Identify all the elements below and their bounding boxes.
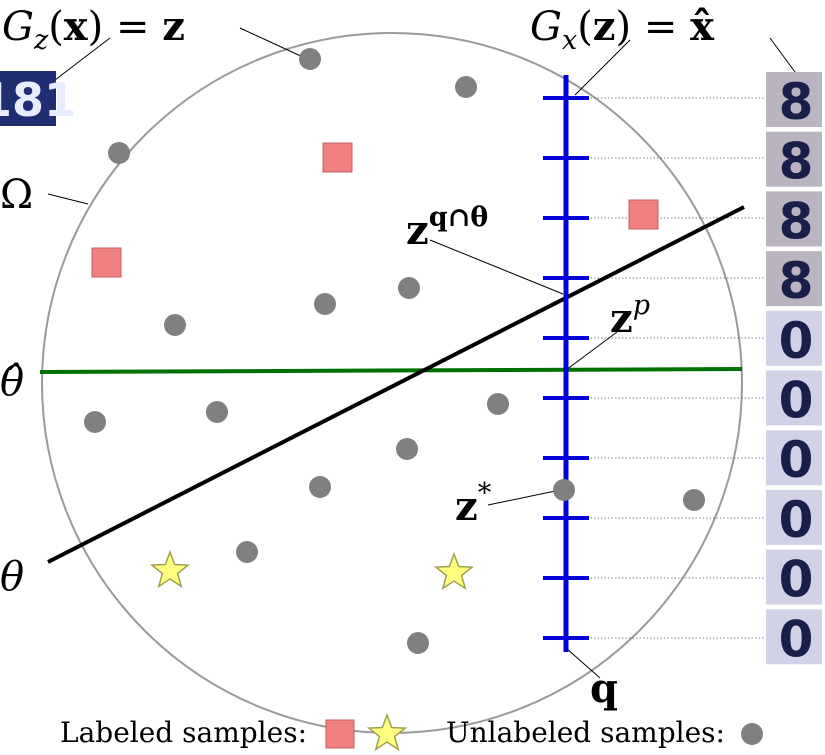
generated-image-bg: [766, 191, 822, 247]
legend-labeled-square: [325, 719, 355, 749]
generated-image: 0: [766, 609, 822, 668]
labeled-stars: [149, 549, 475, 591]
leader-lines: [47, 27, 796, 679]
generated-image-bg: [766, 609, 822, 665]
generated-image-bg: [766, 430, 822, 486]
leader-q: [565, 647, 601, 679]
legend-labeled-star: [366, 712, 408, 752]
unlabeled-point: [407, 632, 429, 654]
projection-lines: [566, 97, 765, 639]
input-image: 181: [0, 71, 76, 127]
input-image-digits: 181: [0, 73, 76, 127]
unlabeled-point: [553, 479, 575, 501]
unlabeled-point: [314, 293, 336, 315]
z-p-label: zp: [610, 290, 650, 342]
generated-image-digit: 0: [779, 610, 814, 668]
generated-image: 0: [766, 370, 822, 430]
unlabeled-point: [487, 393, 509, 415]
generated-image-bg: [766, 370, 822, 426]
unlabeled-point: [396, 438, 418, 460]
unlabeled-point: [455, 76, 477, 98]
generated-image-bg: [766, 72, 822, 127]
generated-image-bg: [766, 549, 822, 605]
generated-image: 0: [766, 549, 822, 609]
unlabeled-point: [84, 411, 106, 433]
generated-image: 0: [766, 430, 822, 489]
generated-image-digit: 0: [779, 431, 814, 489]
legend-labeled-label: Labeled samples:: [60, 716, 307, 749]
leader-encoder-z: [239, 27, 306, 59]
unlabeled-point: [299, 48, 321, 70]
labeled-square: [628, 199, 659, 230]
generated-image-bg: [766, 251, 822, 307]
generated-image-digit: 8: [779, 252, 814, 310]
input-image-bg: [0, 71, 56, 126]
theta-hat-line: [39, 367, 743, 374]
omega-label: Ω: [0, 172, 33, 218]
leader-decoder-x: [769, 37, 796, 73]
leader-omega: [47, 193, 89, 205]
generated-image-digit: 8: [779, 73, 814, 131]
legend-unlabeled-dot: [741, 723, 763, 745]
generated-image: 8: [766, 72, 822, 131]
labeled-square: [322, 142, 353, 173]
unlabeled-point: [236, 541, 258, 563]
labeled-star: [433, 551, 475, 591]
labeled-star: [149, 549, 191, 589]
generated-image-bg: [766, 489, 822, 545]
q-label: q: [590, 665, 618, 712]
z-star-label: z*: [455, 478, 492, 530]
unlabeled-point: [108, 142, 130, 164]
leader-z-star: [487, 489, 561, 506]
unlabeled-point: [206, 401, 228, 423]
theta-line: [47, 205, 745, 564]
generated-image-digit: 0: [779, 491, 814, 549]
query-line-q: [543, 75, 589, 652]
generated-image: 0: [766, 310, 822, 370]
encoder-formula: Gz(x) = z: [2, 3, 185, 56]
generated-image-bg: [766, 310, 822, 366]
z-intersect-label: zq∩θ: [406, 202, 488, 254]
labeled-square: [91, 247, 122, 278]
leader-encoder-x: [54, 37, 111, 81]
unlabeled-point: [398, 277, 420, 299]
generated-image-digit: 8: [779, 192, 814, 250]
legend-unlabeled-label: Unlabeled samples:: [446, 716, 725, 749]
unlabeled-point: [164, 314, 186, 336]
generated-image-bg: [766, 131, 822, 187]
generated-image: 8: [766, 251, 822, 310]
theta-label: θ: [0, 554, 24, 600]
unlabeled-point: [309, 476, 331, 498]
leader-decoder-z: [574, 39, 631, 96]
generated-image-digit: 0: [779, 312, 814, 370]
legend: Labeled samples: Unlabeled samples:: [60, 712, 763, 752]
decoder-formula: Gx(z) = x̂: [530, 3, 715, 56]
generated-image-digit: 0: [779, 551, 814, 609]
theta-hat-label: θ̂: [0, 359, 24, 405]
generated-image: 0: [766, 489, 822, 549]
generated-image-digit: 8: [779, 133, 814, 191]
leader-z-intersect: [429, 239, 564, 295]
generated-image-digit: 0: [779, 372, 814, 430]
labeled-squares: [91, 142, 659, 278]
query-ticks: [543, 96, 589, 640]
unlabeled-samples: [84, 48, 705, 654]
generated-image: 8: [766, 191, 822, 250]
unlabeled-point: [683, 489, 705, 511]
leader-z-p: [565, 331, 618, 371]
generated-image: 8: [766, 131, 822, 191]
domain-circle: [41, 32, 743, 734]
